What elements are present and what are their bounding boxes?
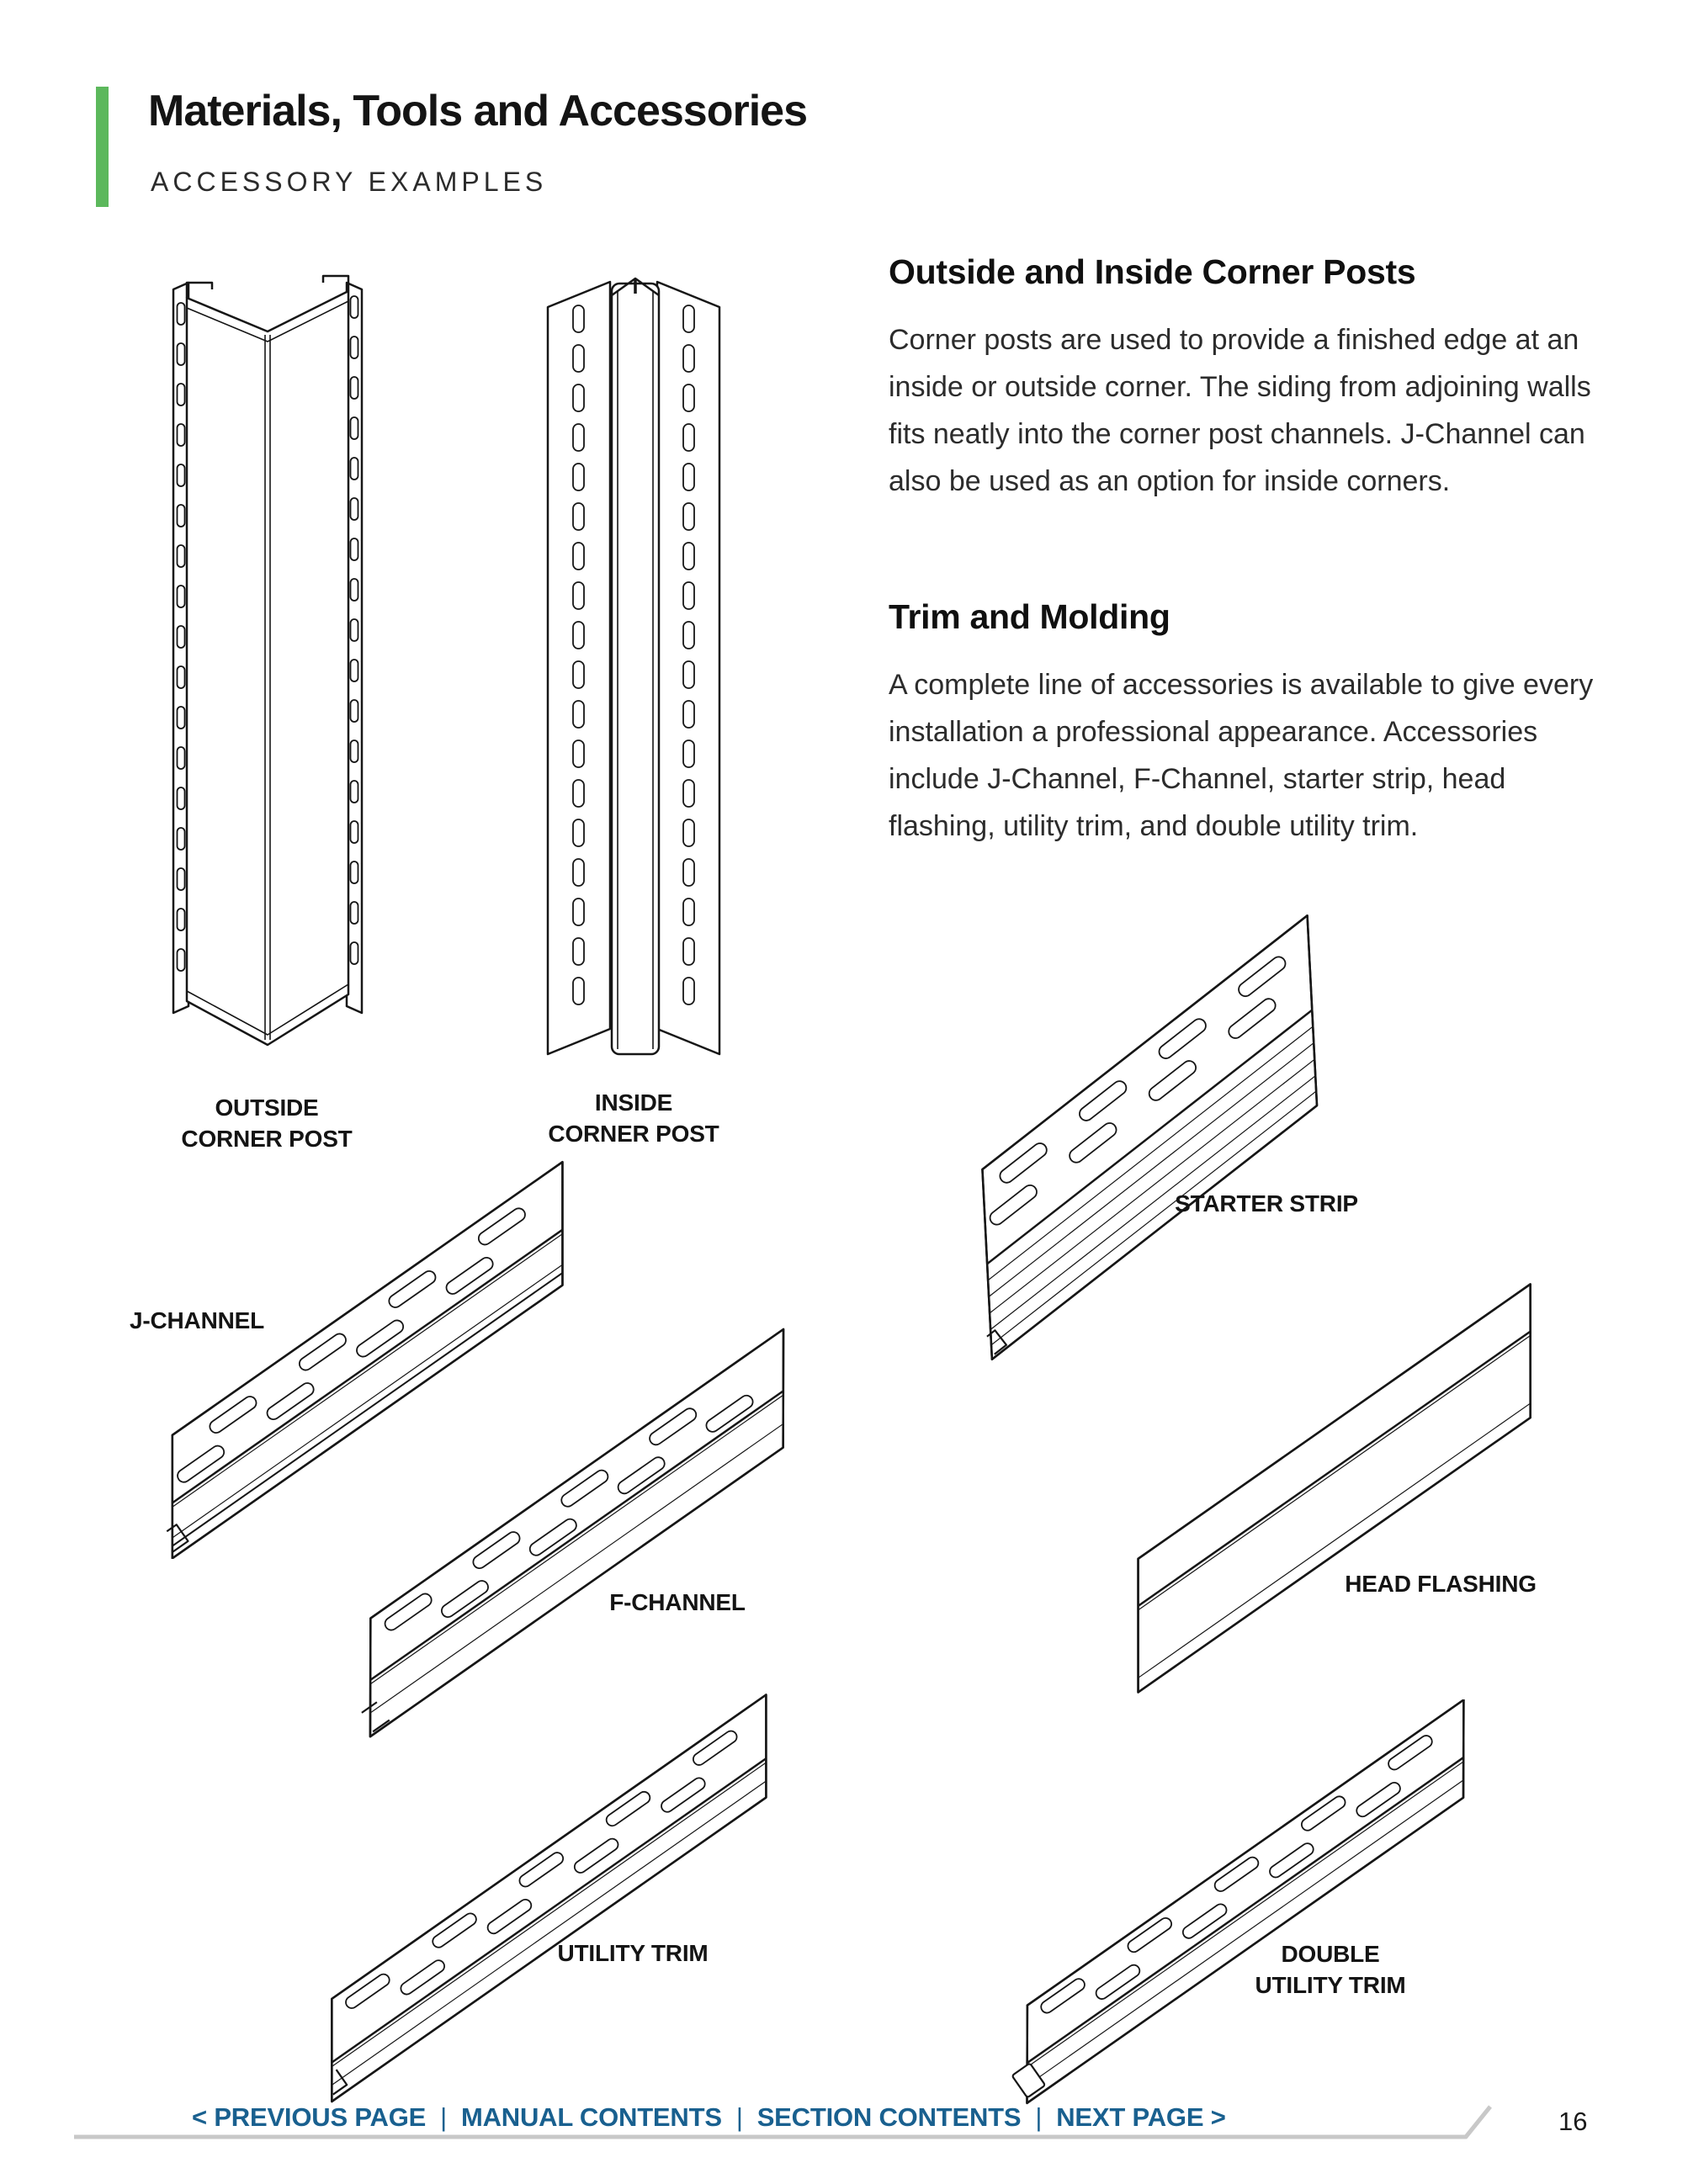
footer-separator: |: [735, 2102, 743, 2132]
footer-link-manual-contents[interactable]: MANUAL CONTENTS: [460, 2102, 722, 2132]
inside-corner-post-label: INSIDE CORNER POST: [548, 1089, 719, 1147]
section-heading-corner-posts: Outside and Inside Corner Posts: [889, 252, 1416, 291]
accent-bar: [96, 87, 109, 207]
footer-link-previous-page[interactable]: < PREVIOUS PAGE: [192, 2102, 427, 2132]
double-utility-trim-label: DOUBLE UTILITY TRIM: [1255, 1941, 1406, 1998]
outside-corner-post-drawing: [172, 274, 364, 1047]
j-channel-label: J-CHANNEL: [130, 1307, 264, 1333]
page-number: 16: [1558, 2107, 1588, 2136]
utility-trim-label: UTILITY TRIM: [557, 1940, 709, 1966]
section-heading-trim-molding: Trim and Molding: [889, 597, 1170, 636]
double-utility-trim-drawing: [1007, 1699, 1502, 2105]
j-channel-drawing: [146, 1160, 615, 1559]
page-subtitle: ACCESSORY EXAMPLES: [151, 167, 548, 197]
starter-strip-drawing: [942, 914, 1397, 1361]
page-title: Materials, Tools and Accessories: [148, 87, 808, 135]
footer-separator: |: [440, 2102, 447, 2132]
head-flashing-drawing: [1096, 1283, 1587, 1694]
section-body-corner-posts: Corner posts are used to provide a finis…: [889, 324, 1591, 497]
head-flashing-label: HEAD FLASHING: [1345, 1571, 1537, 1597]
footer-link-next-page[interactable]: NEXT PAGE >: [1056, 2102, 1226, 2132]
section-body-trim-molding: A complete line of accessories is availa…: [889, 669, 1594, 842]
f-channel-label: F-CHANNEL: [609, 1589, 746, 1615]
footer-rule: [74, 2105, 1492, 2139]
footer-link-section-contents[interactable]: SECTION CONTENTS: [756, 2102, 1022, 2132]
footer-separator: |: [1035, 2102, 1043, 2132]
inside-corner-post-drawing: [546, 277, 721, 1056]
starter-strip-label: STARTER STRIP: [1175, 1190, 1358, 1217]
f-channel-drawing: [342, 1328, 829, 1738]
footer-nav: < PREVIOUS PAGE | MANUAL CONTENTS | SECT…: [192, 2102, 1226, 2133]
outside-corner-post-label: OUTSIDE CORNER POST: [181, 1095, 353, 1152]
utility-trim-drawing: [312, 1694, 807, 2103]
